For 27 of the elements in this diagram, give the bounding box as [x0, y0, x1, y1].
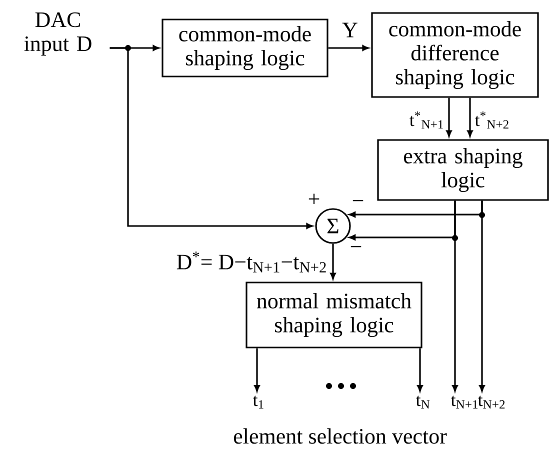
arrow [417, 348, 423, 392]
caption-label: element selection vector [234, 428, 447, 444]
output-label: t$_{N}$ [416, 396, 430, 409]
arrow [328, 45, 369, 51]
summing-junction: Σ [315, 208, 351, 244]
process-box: common-mode difference shaping logic [371, 12, 539, 98]
sign-label: − [352, 200, 364, 202]
edge-label: Y [341, 22, 359, 38]
output-label: t$_{1}$ [252, 396, 264, 409]
process-box: common-mode shaping logic [162, 18, 328, 78]
output-label: t$_{N+2}$ [478, 396, 505, 409]
arrow [467, 98, 473, 137]
arrow [110, 47, 313, 229]
process-box: extra shaping logic [377, 139, 549, 201]
process-box: normal mismatch shaping logic [246, 282, 422, 348]
arrow [330, 244, 336, 280]
arrow [254, 348, 260, 392]
edge-label: D$^{*}$= D−t$_{N+1}$−t$_{N+2}$ [175, 250, 328, 274]
output-label: t$_{N+1}$ [450, 396, 478, 409]
sign-label: + [308, 194, 320, 204]
edge-label: t$^{*}$N+1 [408, 110, 446, 130]
input-label: DAC input D [24, 12, 92, 56]
arrow [446, 98, 452, 137]
sign-label: − [350, 246, 362, 248]
arrow [452, 200, 458, 392]
arrow [479, 200, 485, 392]
edge-label: t$^{*}$N+2 [474, 110, 511, 130]
